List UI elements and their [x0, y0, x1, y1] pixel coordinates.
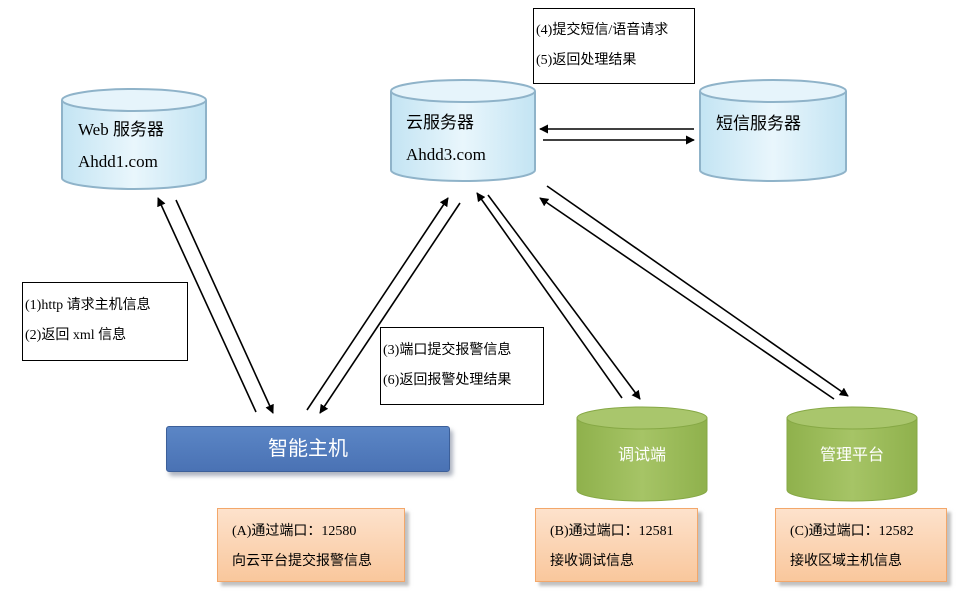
port-b-line1: (B)通过端口：12581 [550, 524, 674, 539]
management-platform-cylinder [786, 406, 918, 502]
port-c-line2: 接收区域主机信息 [790, 554, 902, 569]
arrow-platform-to-cloud [539, 197, 835, 400]
note-alarm-submit-line2: (6)返回报警处理结果 [383, 373, 512, 388]
arrow-web-to-host [175, 199, 274, 414]
smart-host-node: 智能主机 [166, 426, 450, 472]
note-alarm-submit: (3)端口提交报警信息 (6)返回报警处理结果 [380, 327, 544, 405]
note-http-request-line2: (2)返回 xml 信息 [25, 328, 127, 343]
arrow-debug-to-cloud [476, 192, 623, 399]
port-box-c: (C)通过端口：12582 接收区域主机信息 [775, 508, 947, 582]
debug-terminal-name: 调试端 [617, 447, 666, 464]
arrow-cloud-to-debug [487, 194, 641, 400]
note-sms-voice-line2: (5)返回处理结果 [536, 53, 637, 68]
port-a-line1: (A)通过端口：12580 [232, 524, 357, 539]
cloud-server-name: 云服务器 [406, 113, 474, 132]
sms-server-cylinder [699, 79, 847, 182]
port-box-b: (B)通过端口：12581 接收调试信息 [535, 508, 698, 582]
note-http-request-line1: (1)http 请求主机信息 [25, 298, 151, 313]
arrow-cloud-to-host [319, 202, 461, 414]
port-a-line2: 向云平台提交报警信息 [232, 554, 372, 569]
note-sms-voice-line1: (4)提交短信/语音请求 [536, 23, 669, 38]
web-server-cylinder [61, 88, 207, 190]
note-sms-voice: (4)提交短信/语音请求 (5)返回处理结果 [533, 8, 695, 84]
cloud-server-cylinder [390, 79, 536, 182]
arrow-cloud-to-platform [546, 185, 849, 397]
note-http-request: (1)http 请求主机信息 (2)返回 xml 信息 [22, 282, 188, 361]
sms-server-name: 短信服务器 [716, 114, 801, 133]
port-c-line1: (C)通过端口：12582 [790, 524, 914, 539]
port-box-a: (A)通过端口：12580 向云平台提交报警信息 [217, 508, 405, 582]
web-server-name: Web 服务器 [78, 120, 164, 139]
management-platform-name: 管理平台 [819, 447, 884, 464]
cloud-server-domain: Ahdd3.com [406, 145, 486, 164]
note-alarm-submit-line1: (3)端口提交报警信息 [383, 343, 512, 358]
arrow-host-to-web [157, 197, 257, 413]
arrow-host-to-cloud [306, 197, 449, 411]
web-server-domain: Ahdd1.com [78, 152, 158, 171]
port-b-line2: 接收调试信息 [550, 554, 634, 569]
debug-terminal-cylinder [576, 406, 708, 502]
